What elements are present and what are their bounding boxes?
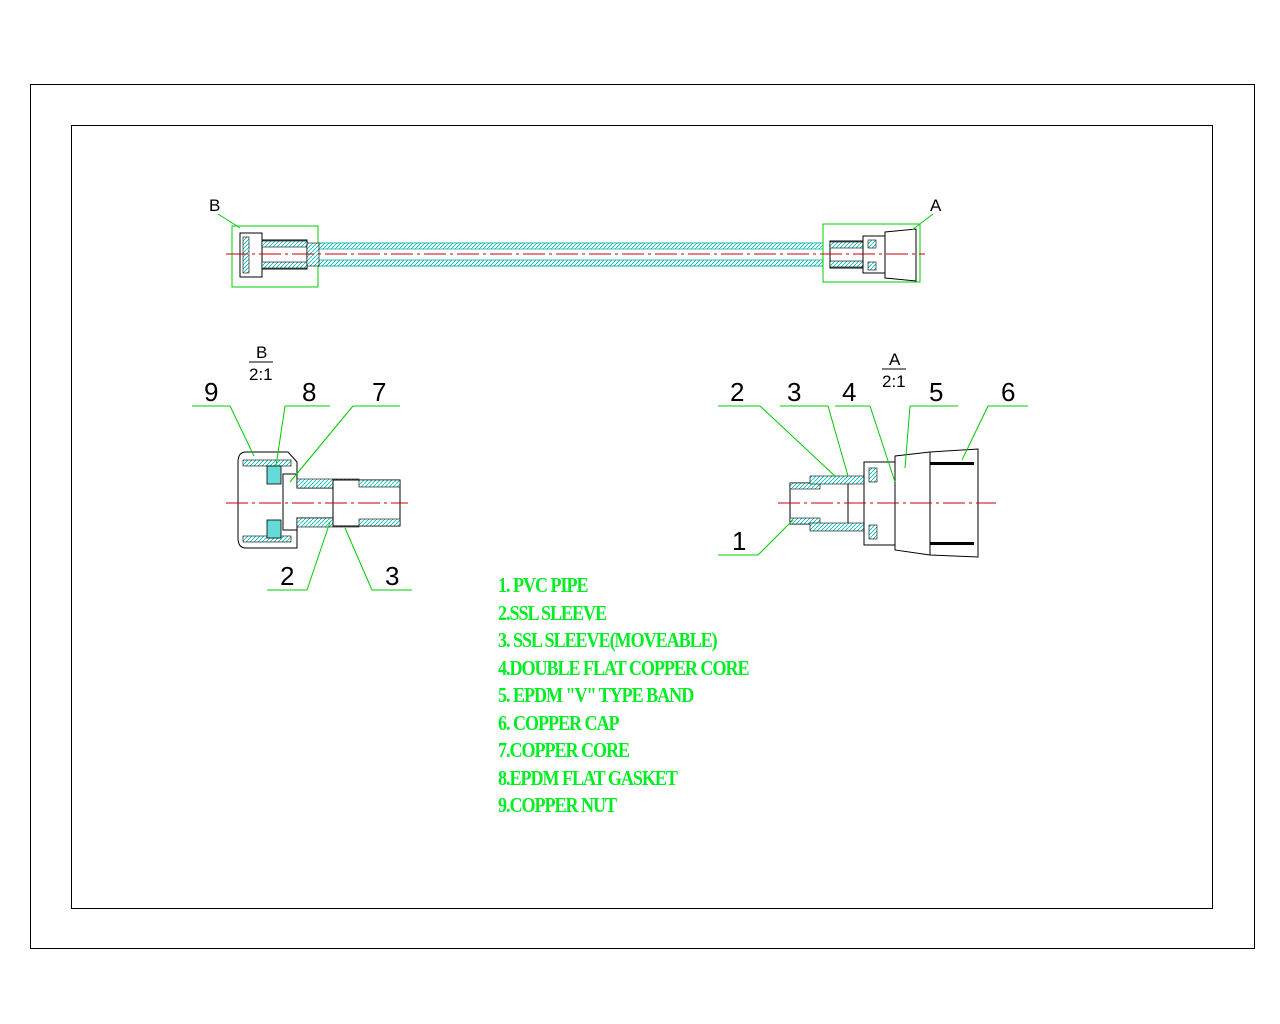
callout-a-6: 6 — [1001, 377, 1015, 407]
callout-a-5: 5 — [929, 377, 943, 407]
detail-b-view: B 2:1 9 8 7 2 3 — [192, 343, 412, 591]
callout-a-3: 3 — [787, 377, 801, 407]
assembly-view: B A — [209, 196, 942, 288]
part-item: 9.COPPER NUT — [498, 793, 617, 817]
detail-a-marker: A — [930, 196, 942, 215]
detail-a-name: A — [889, 350, 901, 369]
callout-a-4: 4 — [842, 377, 856, 407]
detail-b-marker: B — [209, 196, 220, 215]
inner-border — [71, 125, 1213, 909]
callout-b-7: 7 — [372, 377, 386, 407]
callout-b-3: 3 — [385, 561, 399, 591]
callout-b-8: 8 — [302, 377, 316, 407]
detail-b-name: B — [256, 343, 267, 362]
detail-a-scale: 2:1 — [882, 372, 906, 391]
part-item: 4.DOUBLE FLAT COPPER CORE — [498, 655, 750, 680]
callout-b-9: 9 — [204, 377, 218, 407]
parts-list: 1. PVC PIPE 2.SSL SLEEVE 3. SSL SLEEVE(M… — [498, 572, 789, 820]
detail-b-scale: 2:1 — [249, 365, 273, 384]
callout-a-2: 2 — [730, 377, 744, 407]
detail-a-box — [822, 223, 921, 283]
part-item: 2.SSL SLEEVE — [498, 600, 607, 625]
part-item: 3. SSL SLEEVE(MOVEABLE) — [498, 628, 718, 652]
part-item: 1. PVC PIPE — [498, 573, 589, 597]
outer-border — [30, 84, 1255, 949]
callout-a-1: 1 — [732, 526, 746, 556]
part-item: 5. EPDM "V" TYPE BAND — [498, 683, 694, 707]
part-item: 6. COPPER CAP — [498, 710, 620, 735]
detail-a-view: A 2:1 2 3 — [718, 350, 1028, 558]
callout-b-2: 2 — [280, 561, 294, 591]
part-item: 8.EPDM FLAT GASKET — [498, 765, 678, 790]
part-item: 7.COPPER CORE — [498, 738, 630, 762]
